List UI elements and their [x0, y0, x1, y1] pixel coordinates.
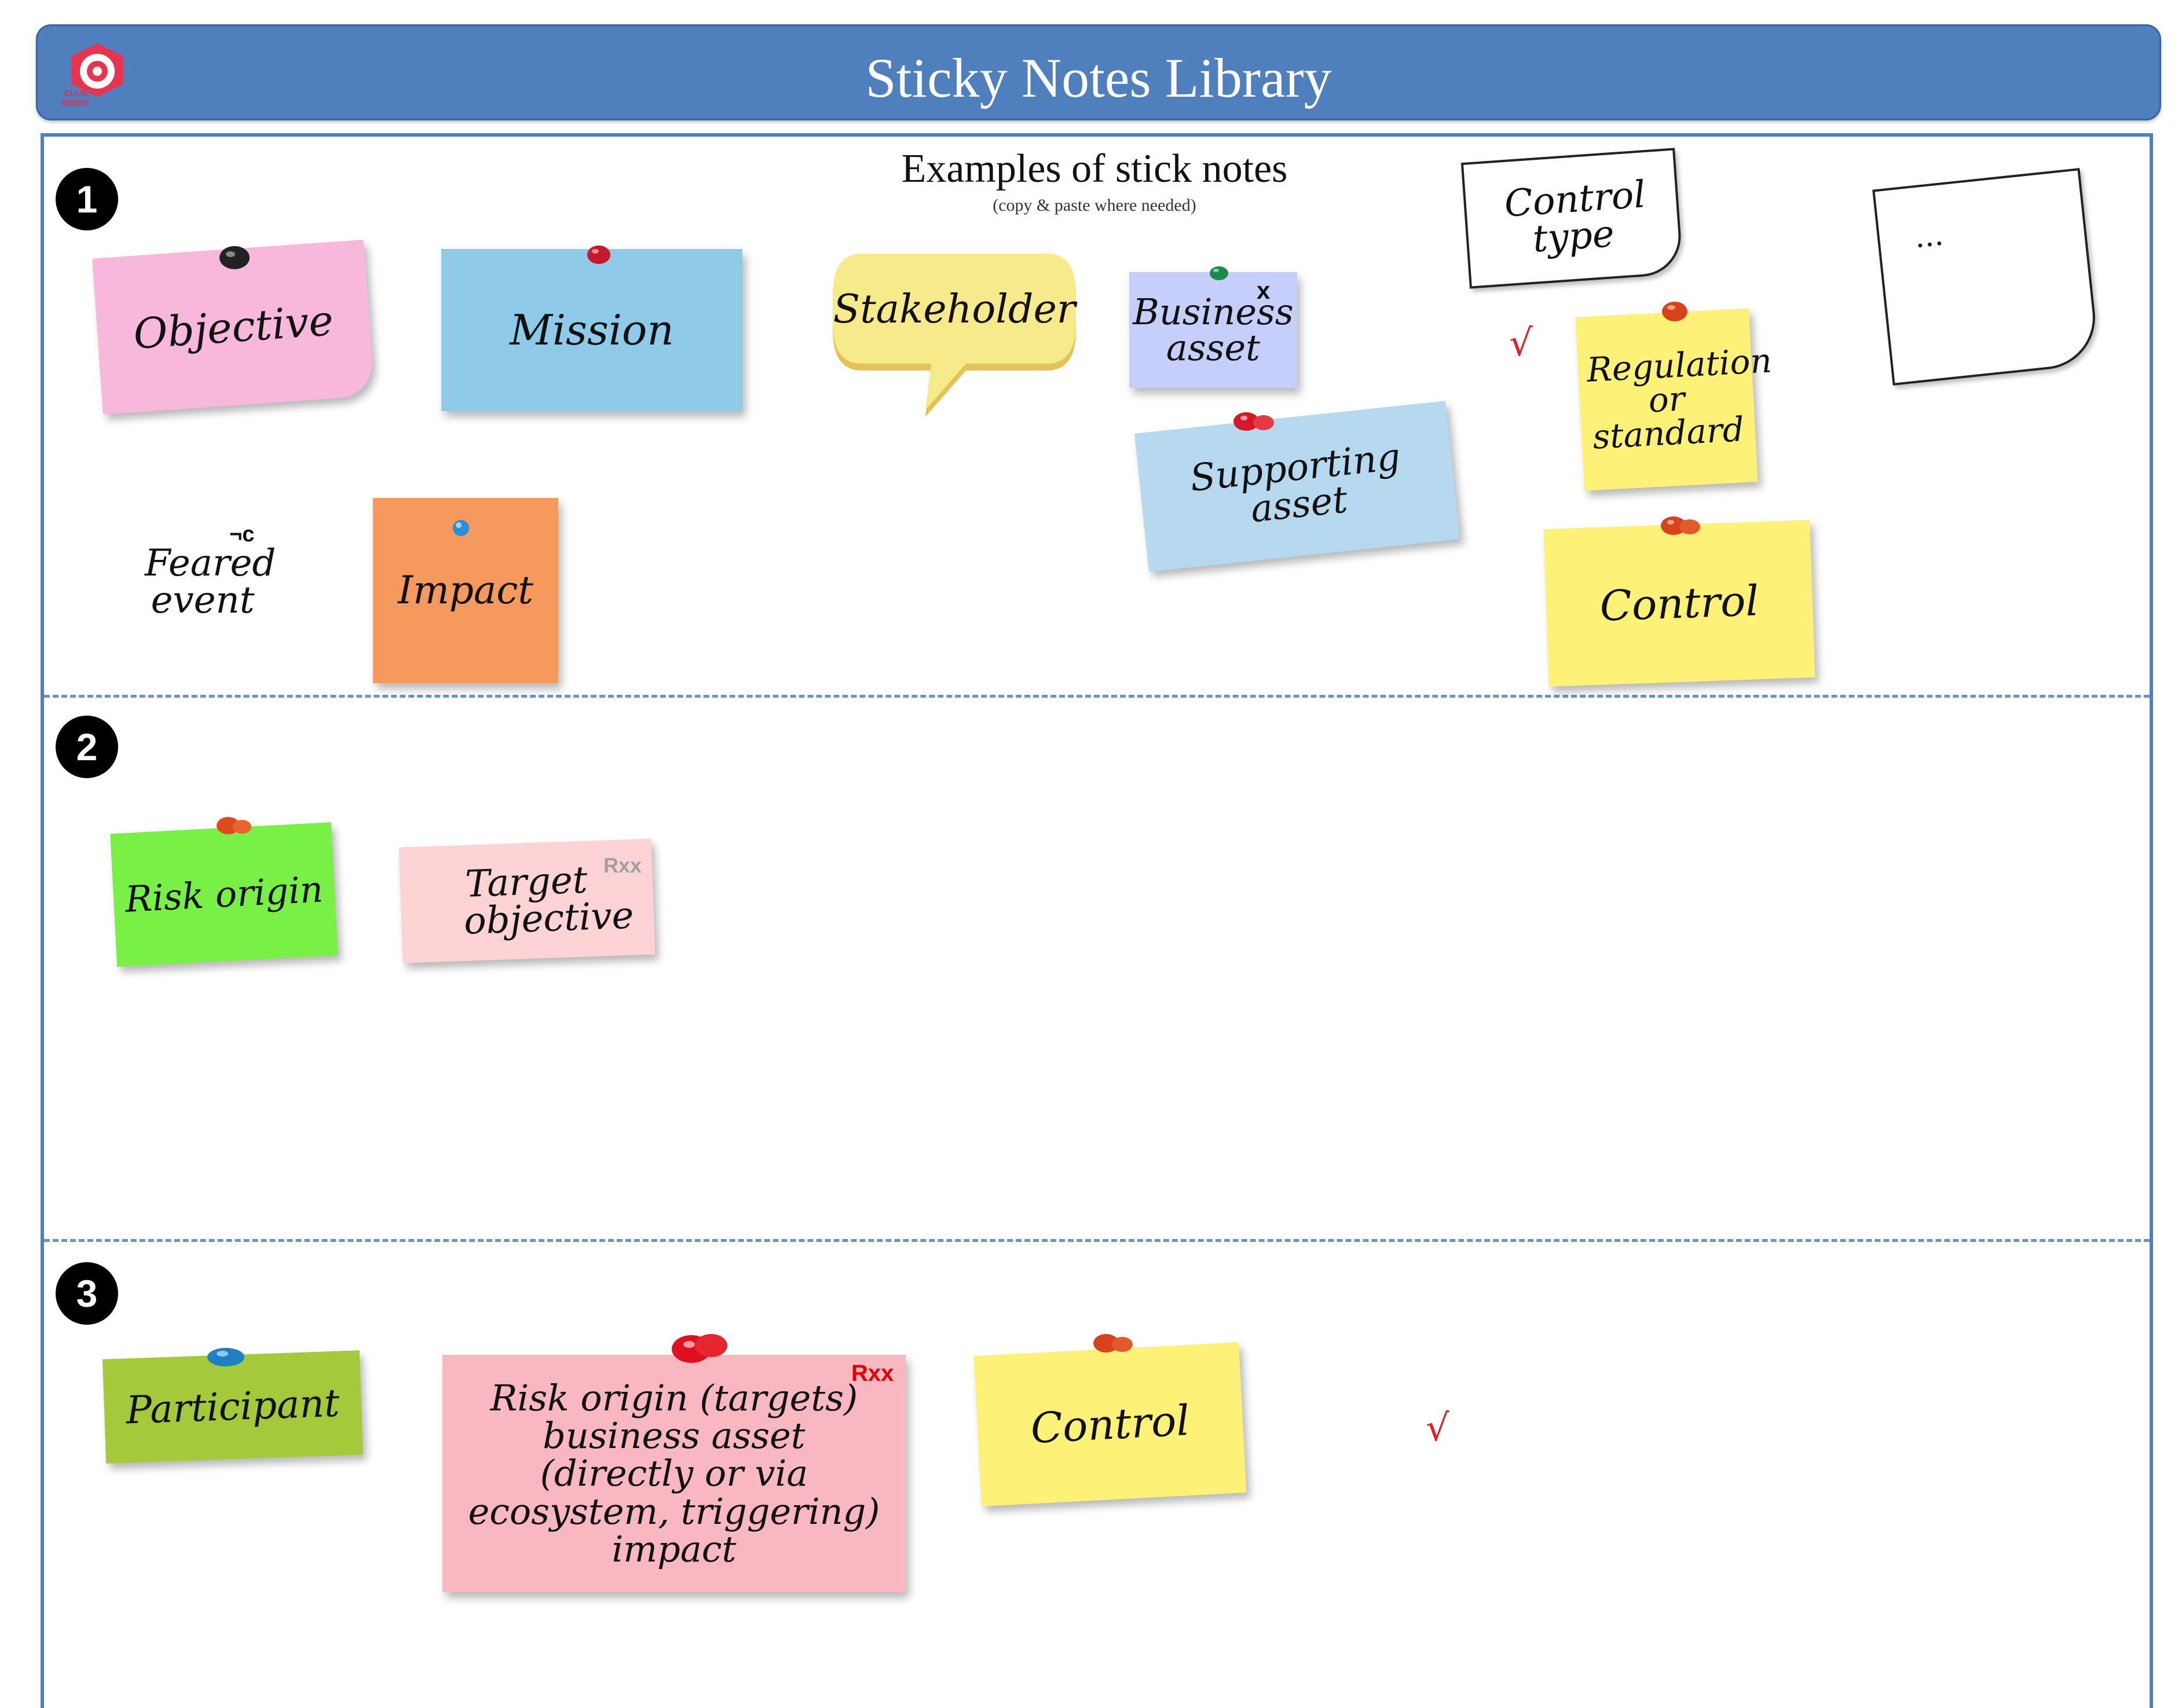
pushpin-icon [219, 246, 250, 269]
feared-event-mark: ¬c [229, 522, 255, 547]
section-badge-1: 1 [56, 168, 118, 230]
risk-path-tag: Rxx [851, 1361, 894, 1386]
note-control-type-label: Control type [1503, 173, 1648, 261]
note-control-3[interactable]: Control [973, 1342, 1247, 1507]
note-target-objective-label: Target objective [463, 859, 635, 943]
check-mark: √ [1426, 1407, 1449, 1450]
note-stakeholder[interactable]: Stakeholder [833, 255, 1076, 365]
note-supporting-asset-label: Supporting asset [1188, 435, 1403, 532]
note-business-asset-label: Business asset [1133, 291, 1294, 369]
club-ebios-logo-icon [71, 43, 123, 97]
business-asset-mark: x [1257, 277, 1271, 304]
note-participant-label: Participant [125, 1380, 341, 1433]
section-divider-2 [44, 1239, 2150, 1242]
note-feared-event-label: Feared event [145, 542, 276, 622]
pushpin-icon [1233, 412, 1274, 431]
pushpin-icon [453, 520, 469, 536]
speech-bubble-shape [833, 254, 1076, 417]
header-bar: CLUB EBIOS Sticky Notes Library [36, 24, 2161, 120]
note-control-1-label: Control [1599, 576, 1760, 631]
note-objective-label: Objective [131, 296, 335, 358]
section-divider-1 [44, 695, 2150, 698]
note-blank-label: ... [1913, 217, 1945, 255]
note-impact-label: Impact [398, 568, 533, 613]
section-badge-3: 3 [56, 1262, 118, 1325]
pushpin-icon [1210, 266, 1228, 280]
check-mark: √ [1509, 322, 1533, 365]
pushpin-icon [1661, 516, 1700, 535]
note-risk-origin[interactable]: Risk origin [110, 822, 338, 967]
note-control-1[interactable]: Control [1543, 520, 1815, 687]
page-title: Sticky Notes Library [865, 47, 1332, 109]
pushpin-icon [1093, 1334, 1133, 1353]
examples-subtitle: (copy & paste where needed) [993, 196, 1196, 215]
note-mission-label: Mission [510, 306, 674, 354]
note-risk-path[interactable]: Risk origin (targets) business asset (di… [442, 1355, 906, 1592]
board-frame [41, 133, 2153, 1708]
logo-text: CLUB EBIOS [62, 89, 90, 108]
pushpin-icon [217, 817, 251, 834]
note-control-3-label: Control [1029, 1395, 1191, 1453]
note-regulation[interactable]: Regulation or standard [1575, 308, 1773, 491]
note-risk-path-label: Risk origin (targets) business asset (di… [468, 1377, 880, 1570]
note-feared-event[interactable]: Feared event [127, 527, 278, 637]
pushpin-icon [207, 1348, 244, 1366]
note-business-asset[interactable]: Business asset [1129, 272, 1297, 388]
pushpin-icon [587, 245, 610, 264]
note-risk-origin-label: Risk origin [124, 868, 324, 921]
target-objective-tag: Rxx [603, 853, 642, 877]
note-mission[interactable]: Mission [441, 249, 742, 411]
note-stakeholder-label: Stakeholder [833, 287, 1076, 332]
section-badge-2: 2 [56, 716, 118, 778]
pushpin-icon [1662, 302, 1687, 321]
note-control-type[interactable]: Control type [1460, 148, 1684, 289]
pushpin-icon [672, 1334, 727, 1363]
note-blank[interactable]: ... [1872, 168, 2100, 386]
note-regulation-label: Regulation or standard [1586, 340, 1773, 457]
examples-title: Examples of stick notes [901, 146, 1288, 191]
